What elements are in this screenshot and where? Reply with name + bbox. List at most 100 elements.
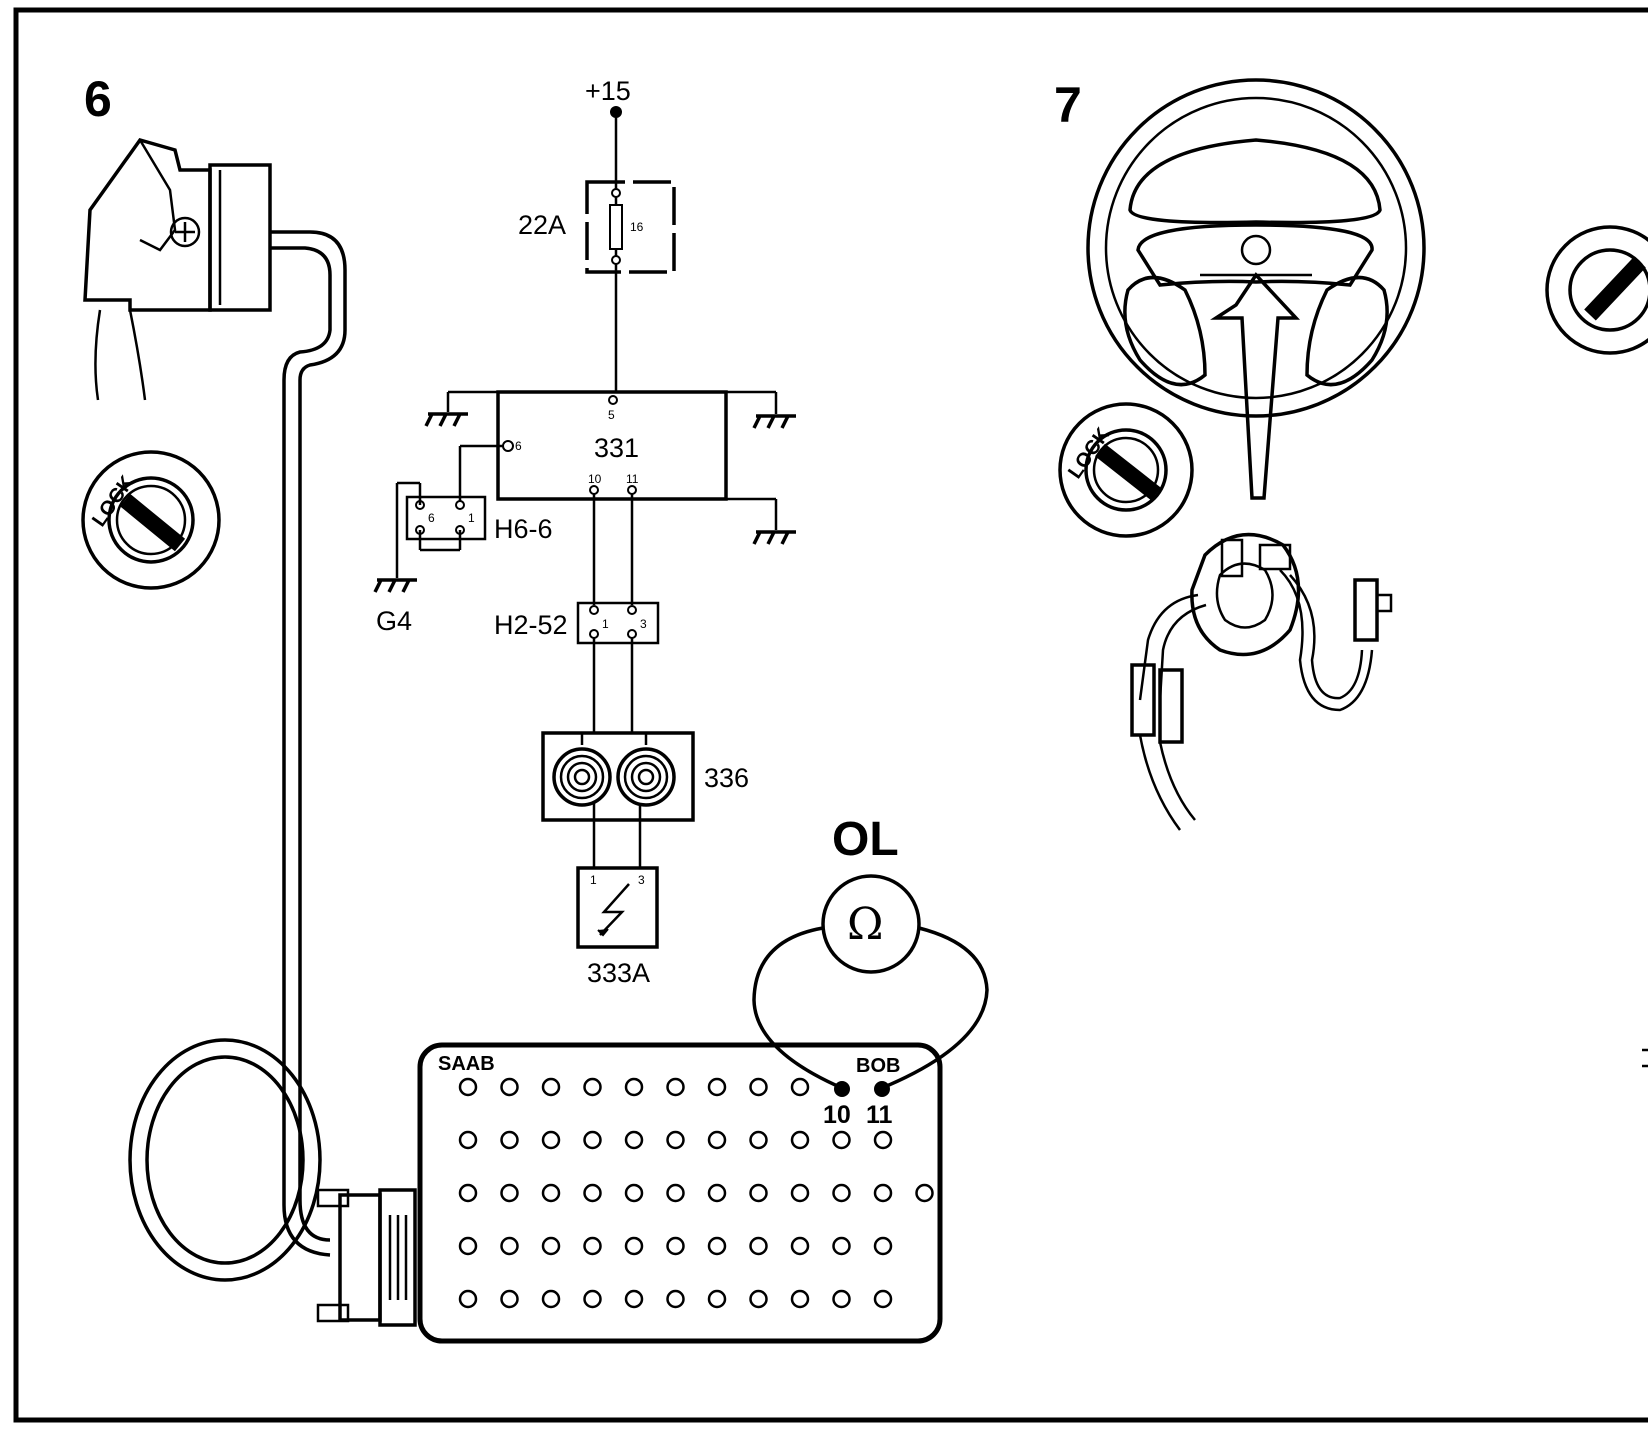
bob-hole (624, 1130, 644, 1150)
bob-hole (832, 1183, 851, 1203)
bob-hole (749, 1289, 768, 1309)
ground-symbol-2 (752, 414, 796, 429)
igniter-bolt-icon (599, 883, 630, 936)
bob-hole (666, 1183, 685, 1203)
bob-hole (583, 1289, 602, 1309)
bob-hole (458, 1289, 478, 1309)
bob-pin-10-label: 10 (823, 1101, 851, 1129)
cable (128, 230, 347, 1282)
h66-pin-6: 6 (428, 511, 435, 525)
bob-hole (749, 1130, 768, 1150)
connector-h252-label: H2-52 (494, 610, 568, 640)
bob-hole (541, 1183, 561, 1203)
h252-pin-3: 3 (640, 617, 647, 631)
bob-hole (832, 1130, 851, 1150)
ground-symbol-3 (752, 530, 796, 545)
coil-right (616, 747, 676, 807)
frame-border (13, 7, 1648, 1423)
wheel-spoke-left (1123, 275, 1207, 387)
bob-hole (873, 1130, 893, 1150)
ground-symbol-g4 (373, 578, 417, 593)
meter-reading: OL (832, 813, 899, 866)
bob-hole (749, 1236, 768, 1256)
bob-hole (666, 1289, 685, 1309)
fuse-number: 16 (630, 220, 644, 234)
ignition-lock-icon-partial (1545, 225, 1648, 355)
ohmmeter-icon: OL Ω (752, 813, 989, 1090)
ignition-lock-icon-left: LOCK (81, 450, 221, 590)
bob-hole (749, 1183, 768, 1203)
bob-hole (541, 1130, 561, 1150)
bob-hole (458, 1236, 478, 1256)
module-pin-11: 11 (626, 472, 639, 486)
bob-hole (707, 1130, 727, 1150)
bob-hole (583, 1130, 602, 1150)
contact-reel-336 (541, 731, 695, 822)
bob-hole (707, 1289, 727, 1309)
bob-hole (500, 1077, 519, 1097)
cable-loop-inner (145, 1055, 305, 1265)
bob-pin-10-probe (834, 1081, 850, 1097)
bob-hole (873, 1289, 893, 1309)
bob-hole (624, 1077, 644, 1097)
schematic: +15 22A 16 5 331 6 10 11 (373, 76, 796, 988)
cable-loop-outer (128, 1038, 322, 1282)
breakout-box-icon: SAAB BOB 10 11 (417, 1042, 943, 1344)
airbag-label: 333A (587, 958, 650, 988)
bob-hole (500, 1289, 519, 1309)
probe-lead-left (752, 926, 843, 1090)
diagnostic-connector-icon (83, 137, 272, 401)
bob-hole (749, 1077, 768, 1097)
bob-hole (541, 1077, 561, 1097)
bob-hole (624, 1183, 644, 1203)
bob-hole (790, 1130, 810, 1150)
module-pin-5: 5 (608, 408, 615, 422)
bob-hole (790, 1289, 810, 1309)
fuse-box (585, 180, 676, 274)
bob-hole (541, 1289, 561, 1309)
ohm-symbol: Ω (847, 899, 883, 950)
panel-number-6: 6 (84, 71, 112, 127)
bob-plug-icon (316, 1188, 417, 1327)
fuse-element (609, 204, 623, 250)
arrow-up-icon (1210, 272, 1301, 500)
bob-hole (790, 1077, 810, 1097)
airbag-hub (1136, 223, 1374, 287)
ground-symbol-1 (424, 412, 468, 427)
bob-hole (458, 1130, 478, 1150)
bob-pin-11-label: 11 (866, 1101, 893, 1129)
bob-hole (624, 1236, 644, 1256)
bob-hole-grid (458, 1077, 934, 1309)
bob-hole (873, 1183, 893, 1203)
module-pin-6: 6 (515, 439, 522, 453)
bob-hole (624, 1289, 644, 1309)
breakout-box-brand: SAAB (438, 1053, 495, 1075)
bob-hole (541, 1236, 561, 1256)
airbag-module-333a (576, 866, 659, 949)
bob-hole (832, 1289, 851, 1309)
breakout-box-name: BOB (856, 1055, 900, 1077)
bob-pin-11-probe (874, 1081, 890, 1097)
coil-left (552, 747, 612, 807)
bob-hole (790, 1183, 810, 1203)
module-label: 331 (594, 433, 639, 463)
bob-hole (832, 1236, 851, 1256)
contact-reel-label: 336 (704, 763, 749, 793)
bob-hole (500, 1183, 519, 1203)
supply-label: +15 (585, 76, 631, 106)
bob-hole (707, 1077, 727, 1097)
bob-hole (790, 1236, 810, 1256)
connector-h252 (576, 601, 660, 645)
bob-hole (458, 1183, 478, 1203)
bob-hole (666, 1077, 685, 1097)
bob-hole (500, 1236, 519, 1256)
ground-label: G4 (376, 606, 412, 636)
connector-h66 (405, 495, 487, 541)
bob-hole (666, 1236, 685, 1256)
bob-hole (583, 1183, 602, 1203)
airbag-pin-1: 1 (590, 873, 597, 887)
module-pin-10: 10 (588, 472, 602, 486)
fuse-label: 22A (518, 210, 566, 240)
